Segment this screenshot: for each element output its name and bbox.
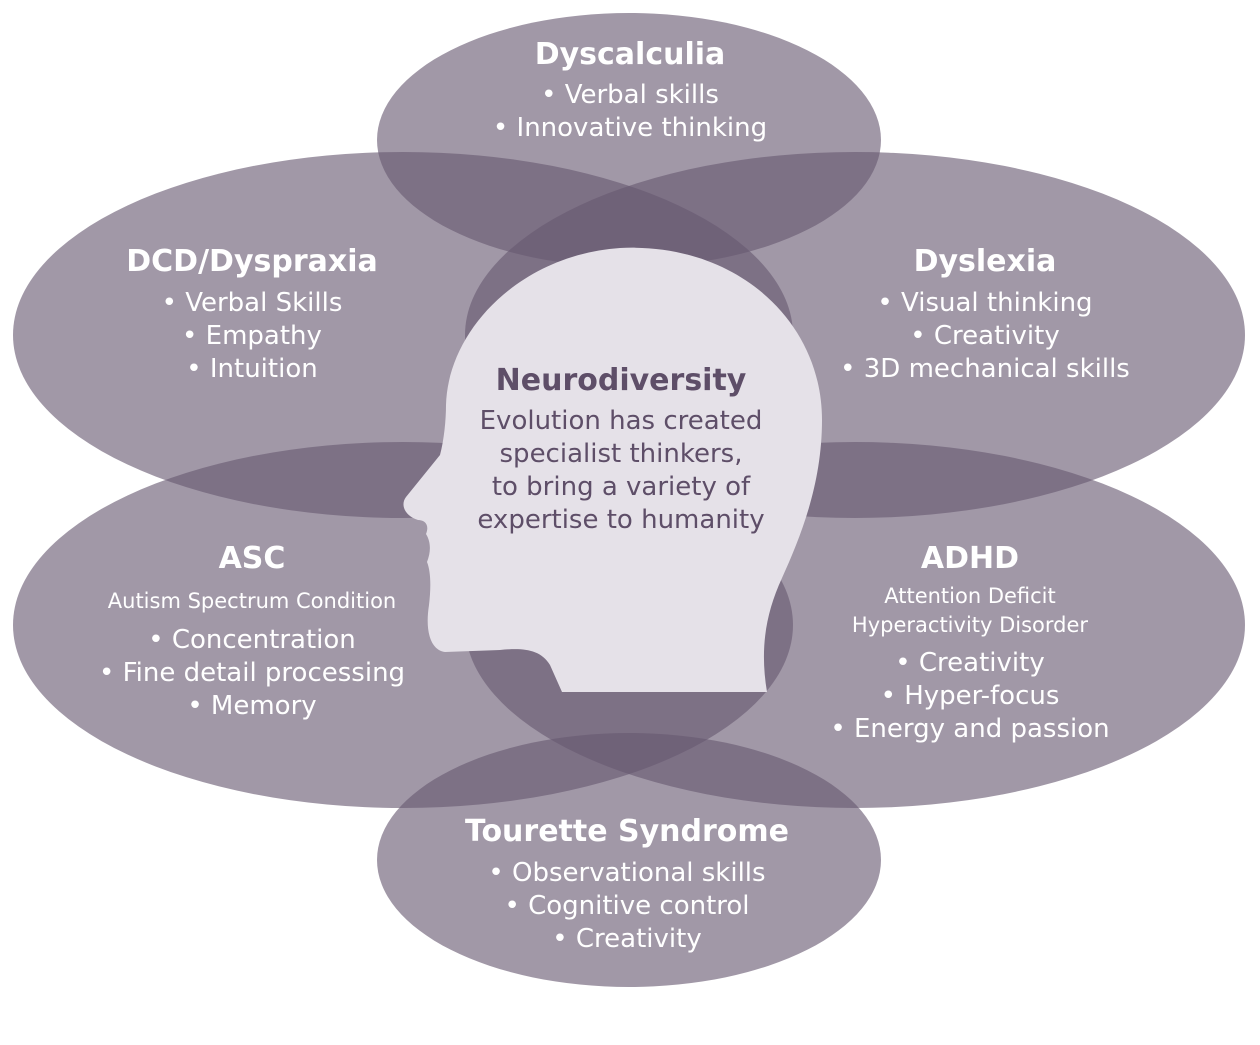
center-title: Neurodiversity [495,363,747,398]
trait-item: Verbal Skills [162,287,342,320]
center-line: expertise to humanity [477,505,765,535]
trait-item: Creativity [488,923,765,956]
asc-title: ASC [218,541,286,576]
trait-item: Intuition [162,353,343,386]
tourette-title: Tourette Syndrome [464,814,790,849]
trait-item: Creativity [830,647,1109,680]
asc-subtitle: Autism Spectrum Condition [107,589,397,613]
center-line: Evolution has created [479,406,763,436]
trait-item: Memory [99,690,405,723]
dcd-title: DCD/Dyspraxia [126,244,378,279]
trait-item: Empathy [162,320,343,353]
adhd-traits: Creativity Hyper-focus Energy and passio… [830,647,1110,746]
trait-item: Cognitive control [488,890,765,923]
trait-item: Visual thinking [840,287,1130,320]
trait-item: Fine detail processing [99,657,405,690]
adhd-subtitle-line: Attention Deficit [884,584,1056,608]
trait-item: Energy and passion [830,713,1110,746]
trait-item: Concentration [99,624,405,657]
trait-item: Hyper-focus [830,680,1109,713]
trait-item: 3D mechanical skills [840,353,1130,386]
center-description: Evolution has created specialist thinker… [477,405,764,537]
trait-item: Creativity [840,320,1130,353]
head-silhouette [403,247,822,692]
center-line: to bring a variety of [491,472,751,502]
dyscalculia-traits: Verbal skills Innovative thinking [493,79,768,145]
asc-traits: Concentration Fine detail processing Mem… [99,624,405,723]
trait-item: Observational skills [488,857,766,890]
adhd-subtitle-line: Hyperactivity Disorder [851,613,1089,637]
trait-item: Innovative thinking [493,112,768,145]
trait-item: Verbal skills [493,79,767,112]
dyscalculia-title: Dyscalculia [534,37,726,72]
dcd-traits: Verbal Skills Empathy Intuition [162,287,343,386]
dyslexia-traits: Visual thinking Creativity 3D mechanical… [840,287,1130,386]
tourette-traits: Observational skills Cognitive control C… [488,857,766,956]
dyslexia-title: Dyslexia [913,244,1057,279]
adhd-title: ADHD [920,541,1020,576]
adhd-subtitle: Attention Deficit Hyperactivity Disorder [852,582,1088,640]
center-line: specialist thinkers, [499,439,743,469]
